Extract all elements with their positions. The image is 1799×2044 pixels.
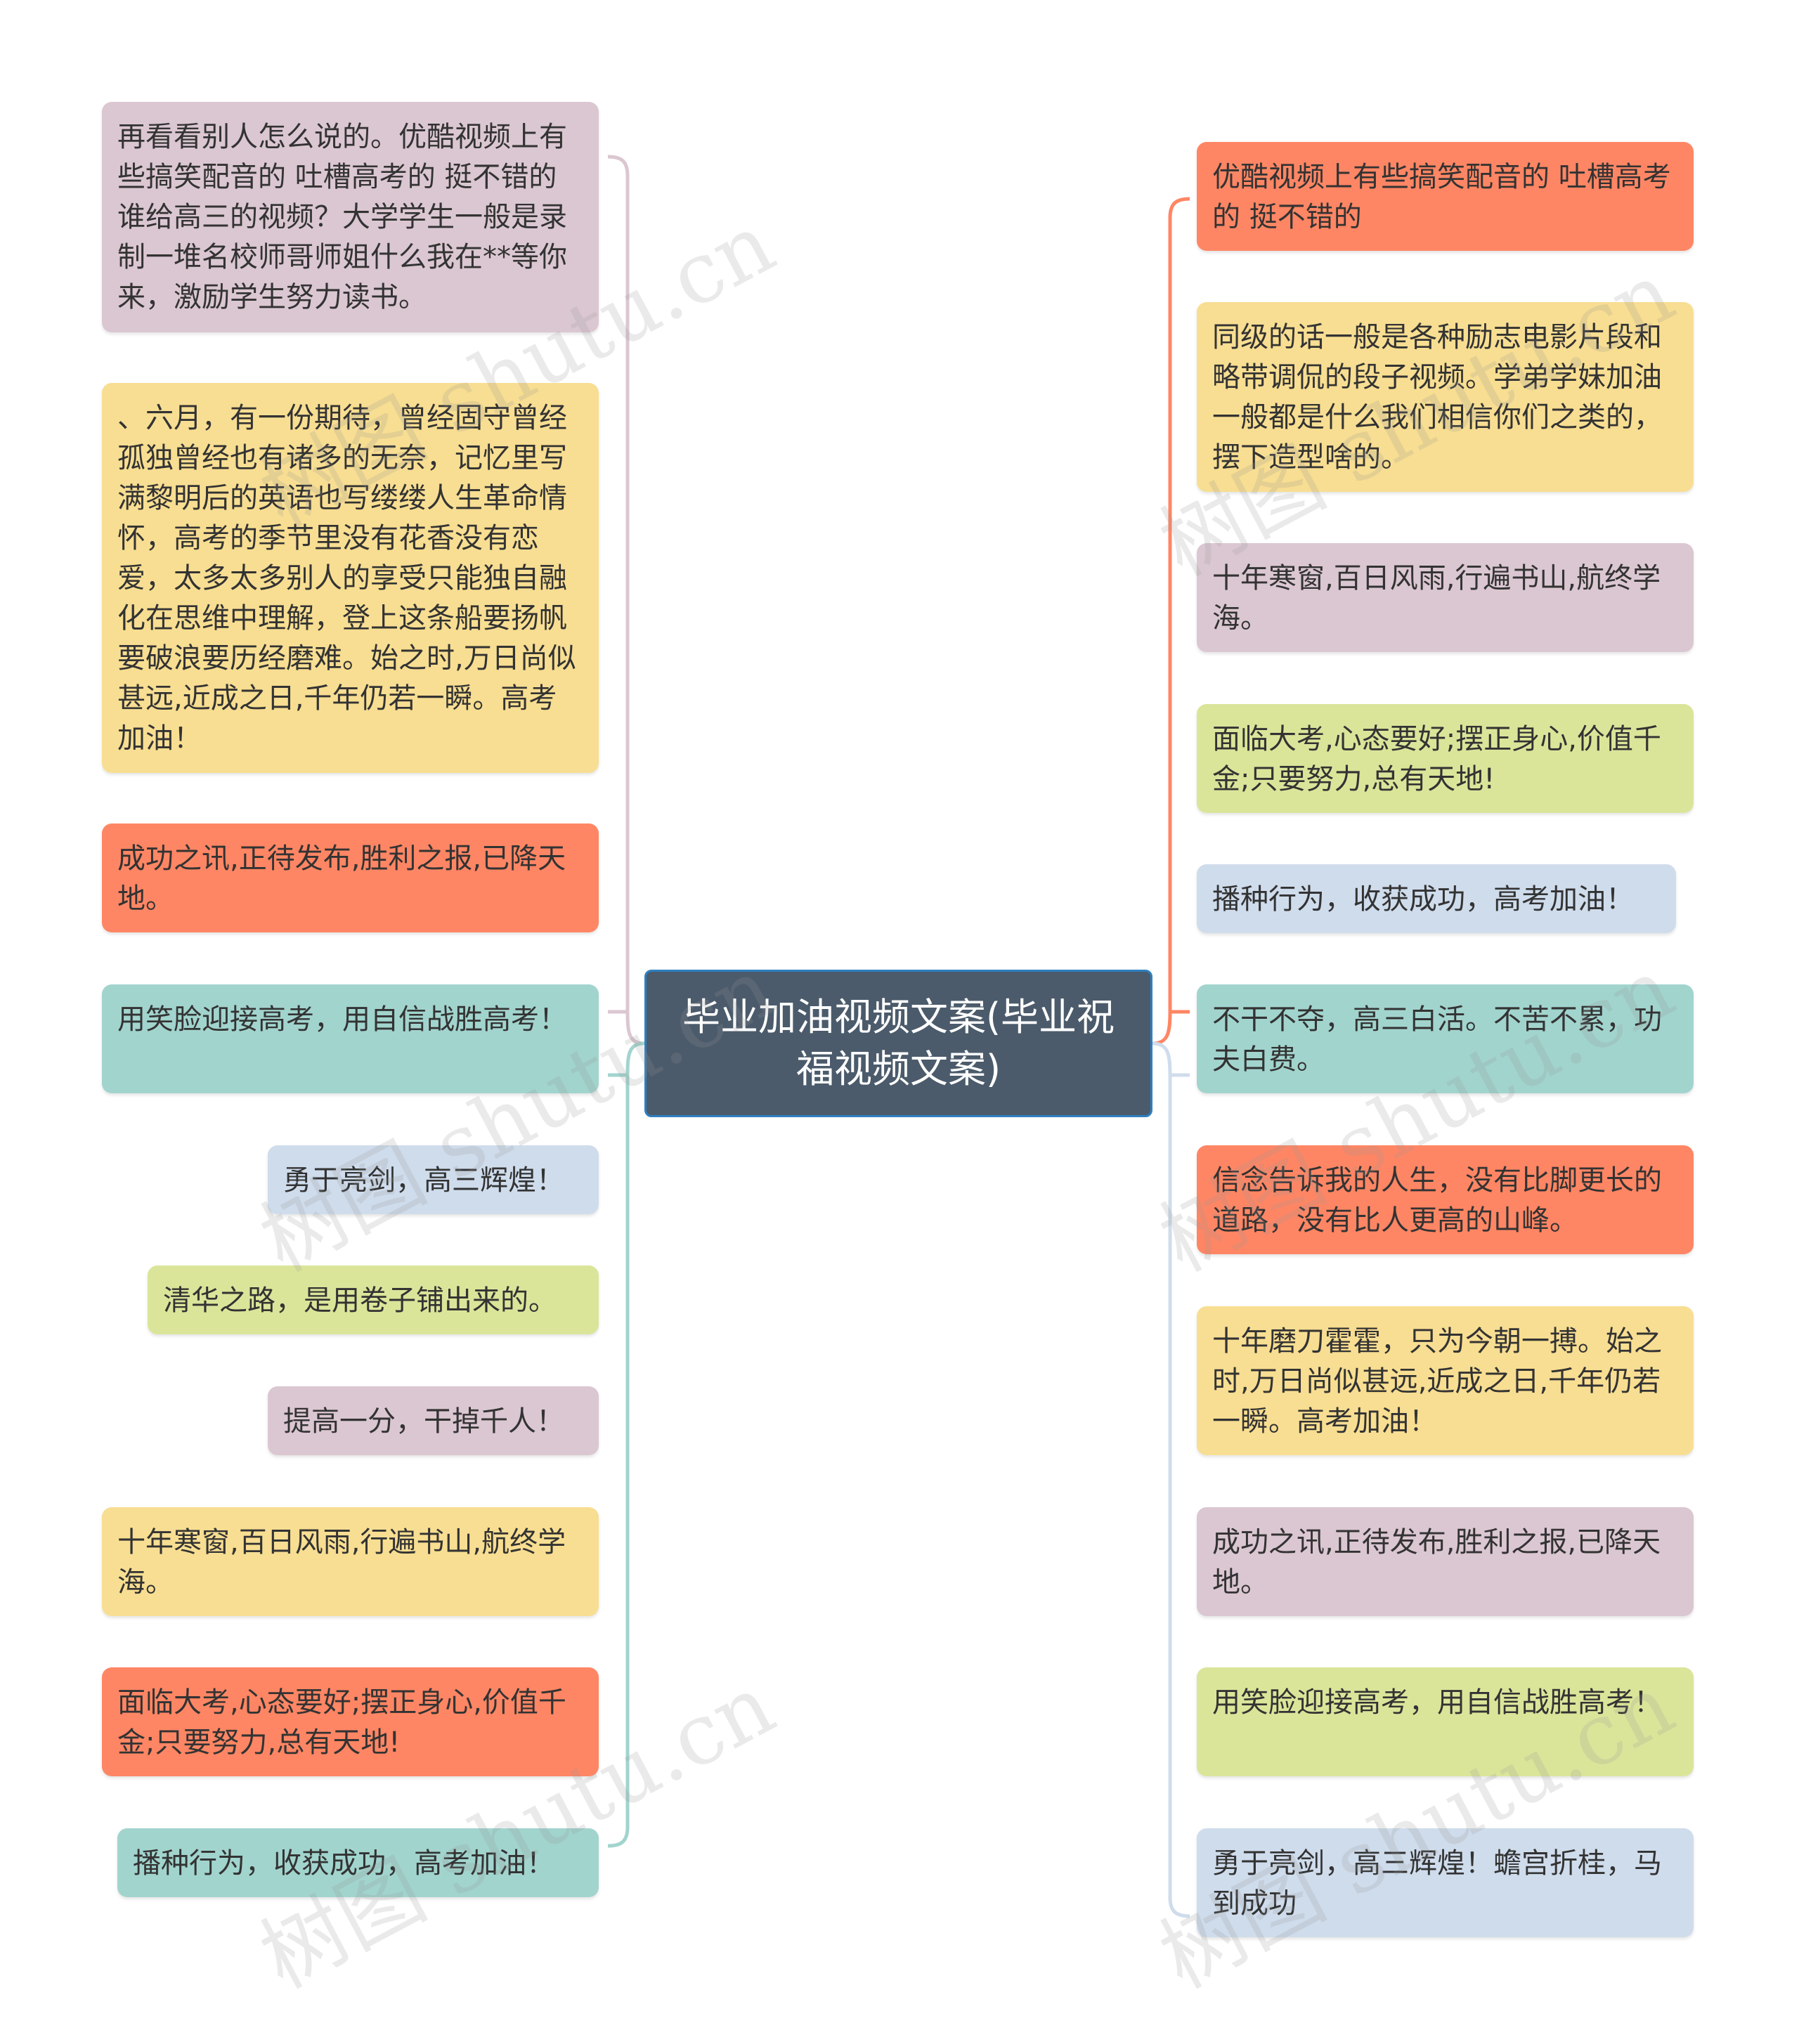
right-node-3[interactable]: 十年寒窗,百日风雨,行遍书山,航终学海。 — [1197, 543, 1694, 652]
left-node-6[interactable]: 清华之路，是用卷子铺出来的。 — [148, 1265, 599, 1334]
right-node-7[interactable]: 信念告诉我的人生，没有比脚更长的道路，没有比人更高的山峰。 — [1197, 1145, 1694, 1254]
left-node-1[interactable]: 再看看别人怎么说的。优酷视频上有些搞笑配音的 吐槽高考的 挺不错的谁给高三的视频… — [102, 102, 599, 332]
left-node-3[interactable]: 成功之讯,正待发布,胜利之报,已降天地。 — [102, 824, 599, 932]
right-node-8[interactable]: 十年磨刀霍霍，只为今朝一搏。始之时,万日尚似甚远,近成之日,千年仍若一瞬。高考加… — [1197, 1306, 1694, 1455]
left-node-2[interactable]: 、六月，有一份期待，曾经固守曾经孤独曾经也有诸多的无奈，记忆里写满黎明后的英语也… — [102, 383, 599, 773]
connector-left-lower — [607, 1041, 645, 1848]
left-node-8[interactable]: 十年寒窗,百日风雨,行遍书山,航终学海。 — [102, 1507, 599, 1616]
central-topic[interactable]: 毕业加油视频文案(毕业祝福视频文案) — [644, 970, 1152, 1117]
right-node-5[interactable]: 播种行为，收获成功，高考加油！ — [1197, 864, 1676, 933]
left-node-4[interactable]: 用笑脸迎接高考，用自信战胜高考！ — [102, 984, 599, 1093]
right-node-4[interactable]: 面临大考,心态要好;摆正身心,价值千金;只要努力,总有天地! — [1197, 704, 1694, 813]
connector-right-lower — [1152, 1041, 1190, 1918]
right-node-10[interactable]: 用笑脸迎接高考，用自信战胜高考！ — [1197, 1667, 1694, 1776]
right-node-1[interactable]: 优酷视频上有些搞笑配音的 吐槽高考的 挺不错的 — [1197, 142, 1694, 251]
left-node-10[interactable]: 播种行为，收获成功，高考加油！ — [117, 1828, 599, 1897]
right-node-6[interactable]: 不干不夺，高三白活。不苦不累，功夫白费。 — [1197, 984, 1694, 1093]
left-node-9[interactable]: 面临大考,心态要好;摆正身心,价值千金;只要努力,总有天地! — [102, 1667, 599, 1776]
connector-left-upper — [607, 155, 645, 1046]
right-node-9[interactable]: 成功之讯,正待发布,胜利之报,已降天地。 — [1197, 1507, 1694, 1616]
connector-right-upper — [1152, 197, 1190, 1046]
left-node-5[interactable]: 勇于亮剑，高三辉煌！ — [268, 1145, 599, 1214]
right-node-11[interactable]: 勇于亮剑，高三辉煌！蟾宫折桂，马到成功 — [1197, 1828, 1694, 1937]
right-node-2[interactable]: 同级的话一般是各种励志电影片段和略带调侃的段子视频。学弟学妹加油一般都是什么我们… — [1197, 302, 1694, 492]
left-node-7[interactable]: 提高一分，干掉千人！ — [268, 1386, 599, 1455]
